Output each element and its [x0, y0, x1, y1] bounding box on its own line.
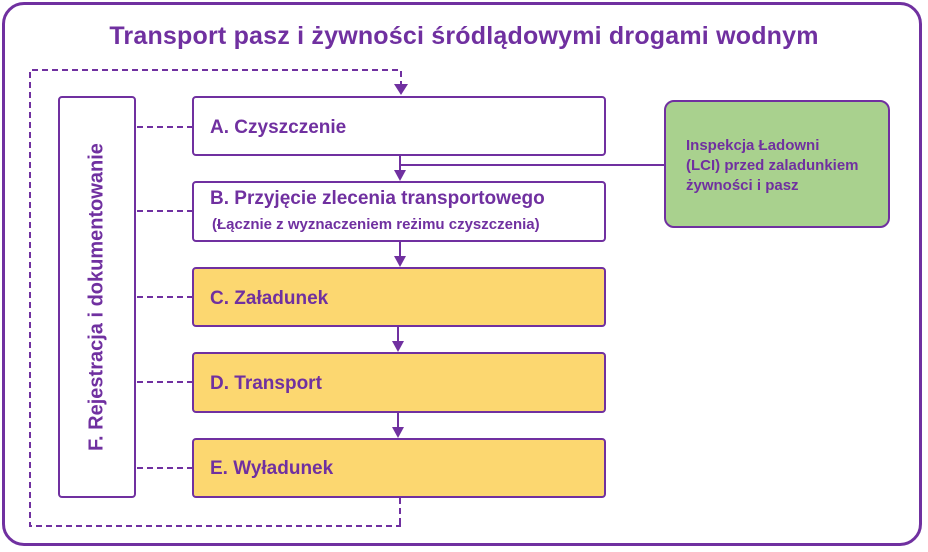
registration-label: F. Rejestracja i dokumentowanie [85, 143, 108, 451]
inspection-text: Inspekcja Ładowni (LCI) przed zaladunkie… [686, 136, 859, 196]
feedback-loop-line [29, 69, 402, 527]
arrow-d-e-head [392, 427, 404, 438]
inspection-line-3: żywności i pasz [686, 177, 799, 194]
step-e-unloading: E. Wyładunek [192, 438, 606, 498]
registration-box: F. Rejestracja i dokumentowanie [58, 96, 136, 498]
inspection-line-1: Inspekcja Ładowni [686, 137, 820, 154]
step-a-cleaning: A. Czyszczenie [192, 96, 606, 156]
feedback-loop-arrowhead [394, 84, 408, 95]
step-b-order: B. Przyjęcie zlecenia transportowego (Łą… [192, 181, 606, 242]
step-c-label: C. Załadunek [210, 288, 329, 309]
step-b-label: B. Przyjęcie zlecenia transportowego [210, 188, 545, 209]
step-a-label: A. Czyszczenie [210, 117, 347, 138]
step-d-transport: D. Transport [192, 352, 606, 413]
step-c-loading: C. Załadunek [192, 267, 606, 327]
arrow-a-b-head [394, 170, 406, 181]
step-d-label: D. Transport [210, 373, 322, 394]
inspection-line-2: (LCI) przed zaladunkiem [686, 157, 859, 174]
arrow-c-d-head [392, 341, 404, 352]
arrow-b-c-head [394, 256, 406, 267]
step-b-sublabel: (Łącznie z wyznaczeniem reżimu czyszczen… [212, 216, 540, 233]
inspection-box: Inspekcja Ładowni (LCI) przed zaladunkie… [664, 100, 890, 228]
step-e-label: E. Wyładunek [210, 458, 334, 479]
diagram-title: Transport pasz i żywności śródlądowymi d… [109, 22, 819, 50]
